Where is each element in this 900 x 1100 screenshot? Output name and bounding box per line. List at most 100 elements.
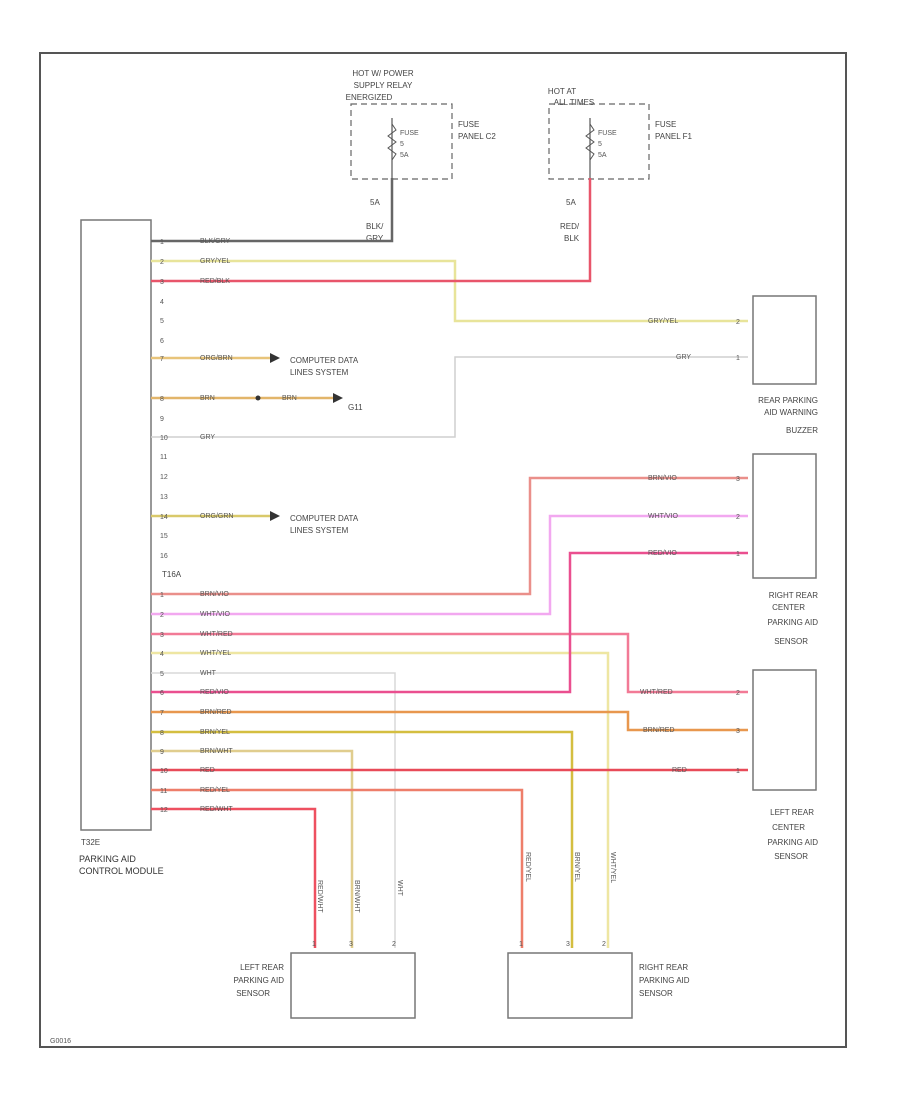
fuse-box-2: HOT AT ALL TIMES FUSE 5 5A FUSE PANEL F1… — [548, 87, 693, 243]
left-rear-parking-aid-sensor: RED/WHT BRN/WHT WHT 1 3 2 LEFT REAR PARK… — [233, 880, 416, 1019]
lbl-b11: RED/YEL — [200, 787, 230, 794]
ref-comp-data-1-line1: COMPUTER DATA — [290, 356, 359, 365]
wire-red-wht — [151, 807, 317, 948]
rs-pin-2: 2 — [602, 941, 606, 948]
buzzer-pin-1: 1 — [736, 355, 740, 362]
module-wire-labels: BLK/GRY GRY/YEL RED/BLK ORG/BRN BRN BRN … — [200, 238, 297, 813]
arrow-comp-data-2 — [270, 511, 280, 521]
ls-wire-2: BRN/WHT — [353, 880, 360, 913]
lc-name-1: LEFT REAR — [770, 808, 814, 817]
lbl-b12: RED/WHT — [200, 806, 233, 813]
wires — [151, 178, 748, 948]
wire-brn-wht — [151, 749, 354, 948]
pin-b10: 10 — [160, 768, 168, 775]
pin-b1: 1 — [160, 592, 164, 599]
lbl-b1: BRN/VIO — [200, 591, 229, 598]
ref-ground: G11 — [348, 403, 363, 412]
rs-name-1: RIGHT REAR — [639, 963, 688, 972]
rc-name-2: CENTER — [772, 603, 805, 612]
lbl-b10: RED — [200, 767, 215, 774]
rc-name-4: SENSOR — [774, 637, 808, 646]
lbl-w8a: BRN — [200, 395, 215, 402]
ref-comp-data-1-line2: LINES SYSTEM — [290, 368, 349, 377]
wire-red-yel — [151, 788, 524, 948]
ls-name-3: SENSOR — [236, 989, 270, 998]
fuse-2-panel-1: FUSE — [655, 120, 676, 129]
fuse-2-label-2: 5 — [598, 141, 602, 148]
lbl-b5: WHT — [200, 670, 217, 677]
fuse-2-header-2: ALL TIMES — [554, 98, 594, 107]
wire-brn-red — [151, 710, 748, 732]
fuse-1-panel-1: FUSE — [458, 120, 479, 129]
pin-t16: 16 — [160, 553, 168, 560]
rs-wire-2: BRN/YEL — [573, 852, 580, 882]
fuse-2-panel-2: PANEL F1 — [655, 132, 692, 141]
fuse-1-wire-1: BLK/ — [366, 222, 384, 231]
lbl-w1: BLK/GRY — [200, 238, 231, 245]
arrow-comp-data-1 — [270, 353, 280, 363]
wire-wht — [151, 672, 396, 948]
fuse-1-panel-2: PANEL C2 — [458, 132, 496, 141]
pin-t12: 12 — [160, 474, 168, 481]
pin-b4: 4 — [160, 651, 164, 658]
fuse-1-header-1: HOT W/ POWER — [352, 69, 413, 78]
rc-name-1: RIGHT REAR — [769, 591, 818, 600]
pin-t11: 11 — [160, 454, 167, 461]
wire-wht-red — [151, 632, 748, 694]
wire-gry-yel — [151, 259, 748, 323]
rc-pin-3: 3 — [736, 476, 740, 483]
wire-wht-yel — [151, 651, 610, 948]
wire-gry — [151, 356, 748, 438]
fuse-2-wire-1: RED/ — [560, 222, 580, 231]
rs-pin-1: 1 — [519, 941, 523, 948]
rs-pin-3: 3 — [566, 941, 570, 948]
rs-name-3: SENSOR — [639, 989, 673, 998]
lbl-b3: WHT/RED — [200, 631, 233, 638]
ref-comp-data-2-line1: COMPUTER DATA — [290, 514, 359, 523]
pin-t2: 2 — [160, 259, 164, 266]
pin-b11: 11 — [160, 788, 167, 795]
rs-wire-1: RED/YEL — [524, 852, 531, 882]
pin-t3: 3 — [160, 279, 164, 286]
rs-name-2: PARKING AID — [639, 976, 690, 985]
ls-pin-1: 1 — [312, 941, 316, 948]
module-pins-bottom: 1 2 3 4 5 6 7 8 9 10 11 12 — [160, 592, 168, 814]
lc-pin-3: 3 — [736, 728, 740, 735]
lbl-w7: ORG/BRN — [200, 355, 233, 362]
rc-wire-1: BRN/VIO — [648, 475, 677, 482]
fuse-2-wire-2: BLK — [564, 234, 580, 243]
pin-t9: 9 — [160, 416, 164, 423]
lbl-w8b: BRN — [282, 395, 297, 402]
pin-b3: 3 — [160, 632, 164, 639]
pin-t1: 1 — [160, 239, 164, 246]
wire-red-blk — [151, 178, 592, 283]
ref-comp-data-2-line2: LINES SYSTEM — [290, 526, 349, 535]
ref-labels: COMPUTER DATA LINES SYSTEM G11 COMPUTER … — [290, 356, 363, 535]
wire-wht-vio — [151, 514, 748, 616]
rc-pin-1: 1 — [736, 551, 740, 558]
module-name-1: PARKING AID — [79, 854, 136, 864]
fuse-2-amp: 5A — [566, 198, 576, 207]
pin-t15: 15 — [160, 533, 168, 540]
fuse-2-label-3: 5A — [598, 152, 607, 159]
buzzer-name-1: REAR PARKING — [758, 396, 818, 405]
ls-wire-3: WHT — [396, 880, 403, 897]
ls-name-1: LEFT REAR — [240, 963, 284, 972]
fuse-1-label-1: FUSE — [400, 130, 419, 137]
pin-b9: 9 — [160, 749, 164, 756]
pin-t13: 13 — [160, 494, 168, 501]
fuse-1-header-3: ENERGIZED — [346, 93, 393, 102]
right-rear-center-sensor: BRN/VIO WHT/VIO RED/VIO 3 2 1 RIGHT REAR… — [648, 453, 818, 646]
lc-name-2: CENTER — [772, 823, 805, 832]
wire-blk-gry — [151, 178, 394, 243]
lbl-w14: ORG/GRN — [200, 513, 233, 520]
lbl-b4: WHT/YEL — [200, 650, 231, 657]
fuse-2-label-1: FUSE — [598, 130, 617, 137]
lbl-b7: BRN/RED — [200, 709, 232, 716]
rc-wire-2: WHT/VIO — [648, 513, 678, 520]
lc-pin-1: 1 — [736, 768, 740, 775]
buzzer-name-2: AID WARNING — [764, 408, 818, 417]
ls-pin-2: 2 — [392, 941, 396, 948]
pin-b2: 2 — [160, 612, 164, 619]
pin-b7: 7 — [160, 710, 164, 717]
